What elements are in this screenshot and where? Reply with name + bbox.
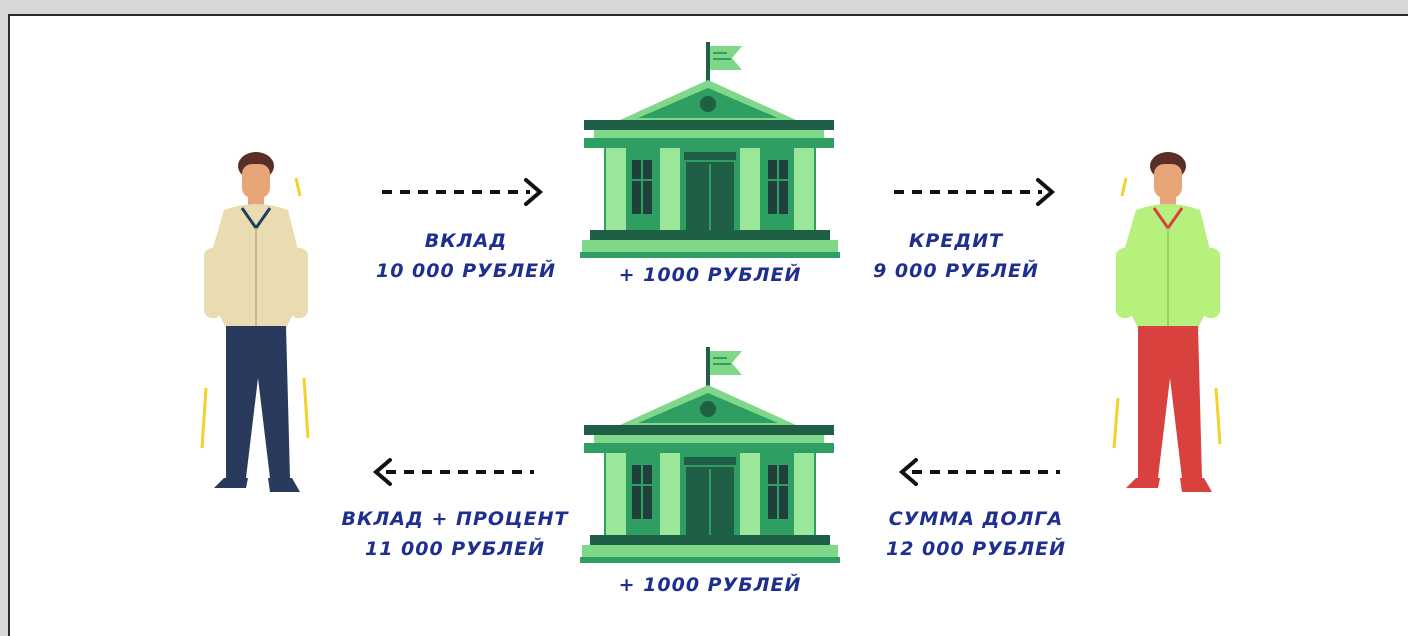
bank-icon-bottom — [580, 345, 840, 565]
loan-amount: 9 000 РУБЛЕЙ — [873, 260, 1039, 282]
repayment-title: ВКЛАД + ПРОЦЕНТ — [341, 508, 569, 530]
bank-bottom-profit-text: + 1000 РУБЛЕЙ — [618, 574, 802, 596]
arrow-loan-right-icon — [894, 178, 1056, 206]
bank-icon-top — [580, 40, 840, 260]
repayment-amount: 11 000 РУБЛЕЙ — [364, 538, 546, 560]
repayment-label: ВКЛАД + ПРОЦЕНТ 11 000 РУБЛЕЙ — [340, 504, 570, 564]
arrow-debt-left-icon — [898, 458, 1060, 486]
bank-top-profit-text: + 1000 РУБЛЕЙ — [618, 264, 802, 286]
debt-amount: 12 000 РУБЛЕЙ — [885, 538, 1067, 560]
loan-title: КРЕДИТ — [908, 230, 1004, 252]
loan-label: КРЕДИТ 9 000 РУБЛЕЙ — [856, 226, 1056, 286]
deposit-amount: 10 000 РУБЛЕЙ — [375, 260, 557, 282]
arrow-deposit-right-icon — [382, 178, 544, 206]
borrower-figure — [1112, 152, 1222, 492]
deposit-title: ВКЛАД — [424, 230, 508, 252]
debt-label: СУММА ДОЛГА 12 000 РУБЛЕЙ — [876, 504, 1076, 564]
bank-top-profit: + 1000 РУБЛЕЙ — [610, 260, 810, 290]
depositor-figure — [200, 152, 310, 492]
bank-bottom-profit: + 1000 РУБЛЕЙ — [610, 570, 810, 600]
arrow-repayment-left-icon — [372, 458, 534, 486]
deposit-label: ВКЛАД 10 000 РУБЛЕЙ — [366, 226, 566, 286]
debt-title: СУММА ДОЛГА — [888, 508, 1064, 530]
